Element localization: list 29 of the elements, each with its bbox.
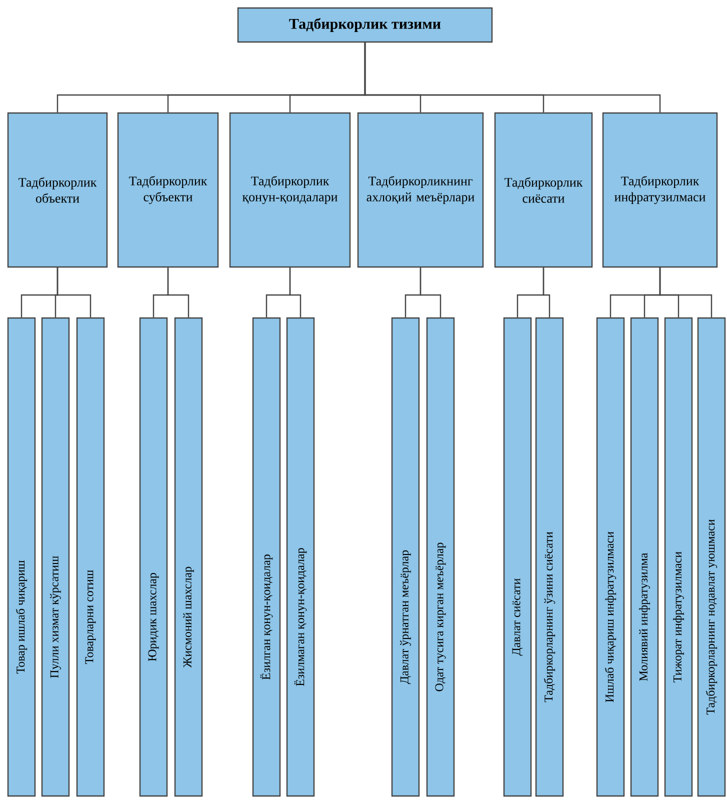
connector [420, 268, 442, 318]
connector [56, 268, 92, 318]
connector [542, 268, 550, 318]
category-box: Тадбиркорлик объекти [7, 112, 108, 268]
item-bar: Одат тусига кирган меъёрлар [426, 317, 455, 797]
item-bar: Юридик шахслар [139, 317, 168, 797]
connector [364, 42, 661, 112]
item-bar: Давлат ўрнатган меъёрлар [391, 317, 420, 797]
category-box: Тадбиркорлик инфратузилмаси [602, 112, 718, 268]
category-box: Тадбиркорлик сиёсати [494, 112, 593, 268]
category-box: Тадбиркорлик субъекти [117, 112, 219, 268]
item-bar: Товарларни сотиш [76, 317, 105, 797]
item-bar: Давлат сиёсати [503, 317, 532, 797]
connector [289, 268, 302, 318]
connector [167, 268, 190, 318]
item-bar: Пулли хизмат кўрсатиш [41, 317, 70, 797]
item-bar: Товар ишлаб чиқариш [7, 317, 36, 797]
item-bar: Молиявий инфратузилма [630, 317, 659, 797]
connector [659, 268, 712, 318]
category-box: Тадбиркорликнинг ахлоқий меъёрлари [357, 112, 484, 268]
category-box: Тадбиркорлик қонун-қоидалари [229, 112, 351, 268]
item-bar: Тадбиркорларнинг нодавлат уюшмаси [697, 317, 726, 797]
item-bar: Ишлаб чиқариш инфратузилмаси [596, 317, 625, 797]
item-bar: Тадбиркорларнинг ўзини сиёсати [535, 317, 564, 797]
item-bar: Ёзилмаган қонун-қоидалар [286, 317, 315, 797]
title-box: Тадбиркорлик тизими [237, 7, 493, 43]
item-bar: Ёзилган қонун-қоидалар [252, 317, 281, 797]
item-bar: Жисмоний шахслар [174, 317, 203, 797]
item-bar: Тижорат инфратузилмаси [664, 317, 693, 797]
